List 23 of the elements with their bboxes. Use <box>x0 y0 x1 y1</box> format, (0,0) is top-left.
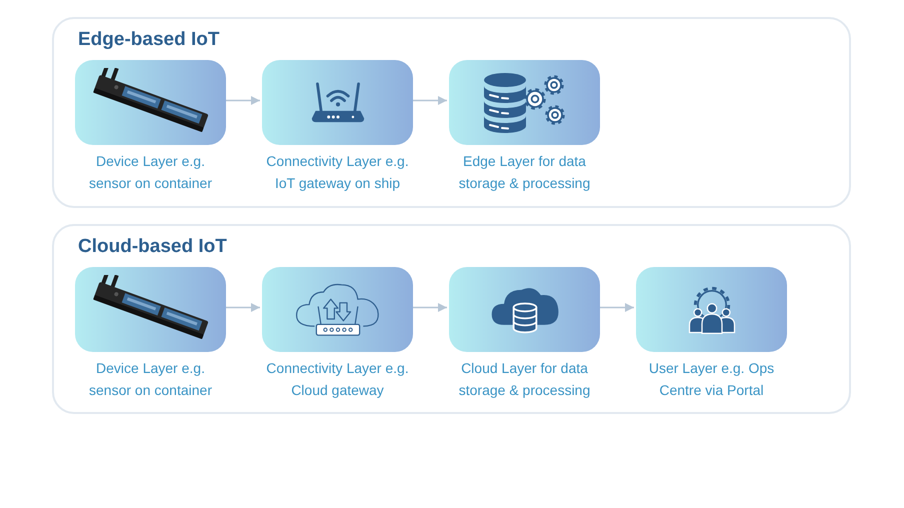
arrow <box>598 303 634 312</box>
layer-caption: User Layer e.g. Ops Centre via Portal <box>648 359 776 400</box>
layer-tile <box>75 267 226 352</box>
arrow <box>224 96 260 105</box>
layer-caption: Device Layer e.g. sensor on container <box>88 152 213 193</box>
layer-caption: Connectivity Layer e.g. Cloud gateway <box>265 359 410 400</box>
layer-caption: Cloud Layer for data storage & processing <box>458 359 592 400</box>
panel-title: Cloud-based IoT <box>78 235 227 259</box>
layer-tile <box>449 267 600 352</box>
arrow <box>411 303 447 312</box>
layer-tile <box>262 60 413 145</box>
layer-tile <box>262 267 413 352</box>
group-panel <box>52 17 851 208</box>
layer-caption: Edge Layer for data storage & processing <box>458 152 592 193</box>
layer-tile <box>75 60 226 145</box>
layer-tile <box>636 267 787 352</box>
group-panel <box>52 224 851 414</box>
panel-title: Edge-based IoT <box>78 28 220 52</box>
layer-tile <box>449 60 600 145</box>
arrow <box>224 303 260 312</box>
layer-caption: Device Layer e.g. sensor on container <box>88 359 213 400</box>
layer-caption: Connectivity Layer e.g. IoT gateway on ship <box>265 152 410 193</box>
arrow <box>411 96 447 105</box>
